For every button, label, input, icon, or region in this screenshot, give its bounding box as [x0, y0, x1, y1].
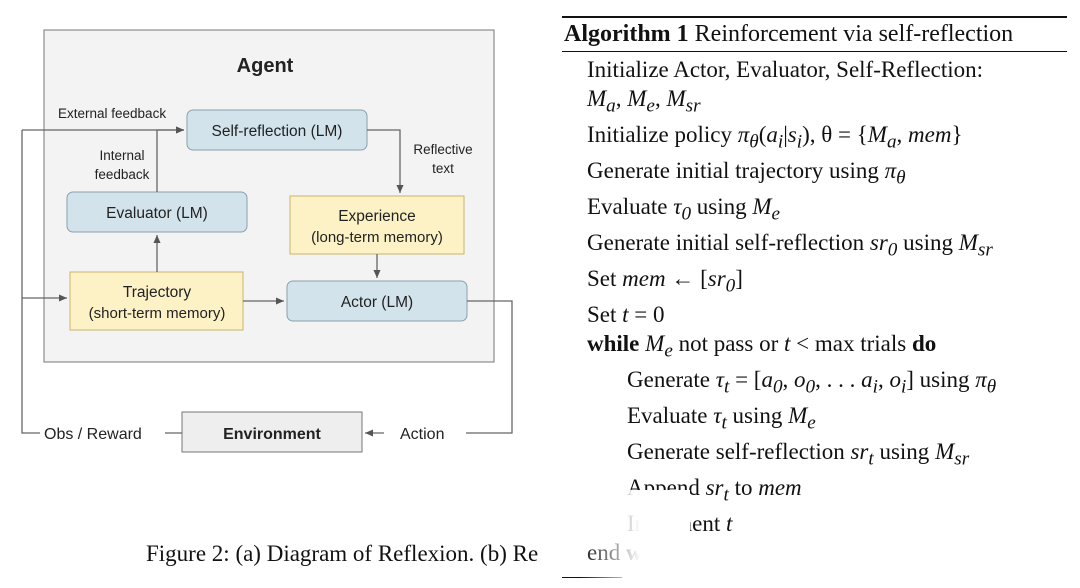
- algorithm-title: Algorithm 1 Reinforcement via self-refle…: [562, 18, 1067, 52]
- trajectory-label: Trajectory: [123, 284, 192, 301]
- trajectory-box: Trajectory (short-term memory): [69, 271, 244, 331]
- internal-feedback-label-1: Internal: [99, 148, 144, 163]
- algorithm-number: Algorithm 1: [564, 21, 689, 47]
- environment-box: Environment: [181, 411, 363, 453]
- reflective-text-label-2: text: [432, 161, 454, 176]
- environment-label: Environment: [223, 426, 321, 443]
- internal-feedback-label-2: feedback: [95, 167, 150, 182]
- actor-to-action-connector: [466, 300, 513, 434]
- reflexion-diagram: Agent Self-reflection (LM) Evaluator (LM…: [21, 29, 513, 453]
- algo-line-4: Generate initial trajectory using πθ: [587, 157, 906, 189]
- obs-reward-label: Obs / Reward: [44, 426, 142, 443]
- experience-label: Experience: [338, 208, 416, 225]
- algo-line-1: Initialize Actor, Evaluator, Self-Reflec…: [587, 57, 984, 82]
- algo-line-8: Set t = 0: [587, 302, 665, 328]
- figure-caption: Figure 2: (a) Diagram of Reflexion. (b) …: [146, 541, 539, 566]
- experience-box: Experience (long-term memory): [289, 195, 465, 255]
- algo-line-3: Initialize policy πθ(ai|si), θ = {Ma, me…: [587, 121, 963, 153]
- self-reflection-box: Self-reflection (LM): [186, 109, 368, 151]
- self-reflection-to-experience-connector: [367, 129, 404, 193]
- algo-line-10: Generate τt = [a0, o0, . . . ai, oi] usi…: [627, 366, 997, 398]
- algo-line-5: Evaluate τ0 using Me: [587, 193, 781, 225]
- algorithm-name: Reinforcement via self-reflection: [694, 21, 1014, 47]
- self-reflection-label: Self-reflection (LM): [212, 123, 343, 140]
- action-label: Action: [400, 426, 444, 443]
- obs-loop-connector: [21, 130, 40, 434]
- evaluator-label: Evaluator (LM): [106, 205, 208, 222]
- algo-line-7: Set mem ← [sr0]: [587, 265, 743, 297]
- algo-line-2: Ma, Me, Msr: [587, 85, 701, 117]
- actor-box: Actor (LM): [286, 280, 468, 322]
- watermark-fade: [580, 490, 690, 580]
- algo-line-6: Generate initial self-reflection sr0 usi…: [587, 229, 993, 261]
- algo-line-9: while Me not pass or t < max trials do: [587, 330, 937, 362]
- external-feedback-label: External feedback: [58, 106, 166, 121]
- trajectory-sublabel: (short-term memory): [89, 305, 226, 322]
- reflective-text-label-1: Reflective: [413, 142, 472, 157]
- algo-line-11: Evaluate τt using Me: [627, 402, 816, 434]
- algo-line-12: Generate self-reflection srt using Msr: [627, 438, 970, 470]
- evaluator-box: Evaluator (LM): [66, 191, 248, 233]
- agent-title: Agent: [237, 55, 294, 77]
- actor-label: Actor (LM): [341, 294, 413, 311]
- experience-sublabel: (long-term memory): [311, 229, 443, 246]
